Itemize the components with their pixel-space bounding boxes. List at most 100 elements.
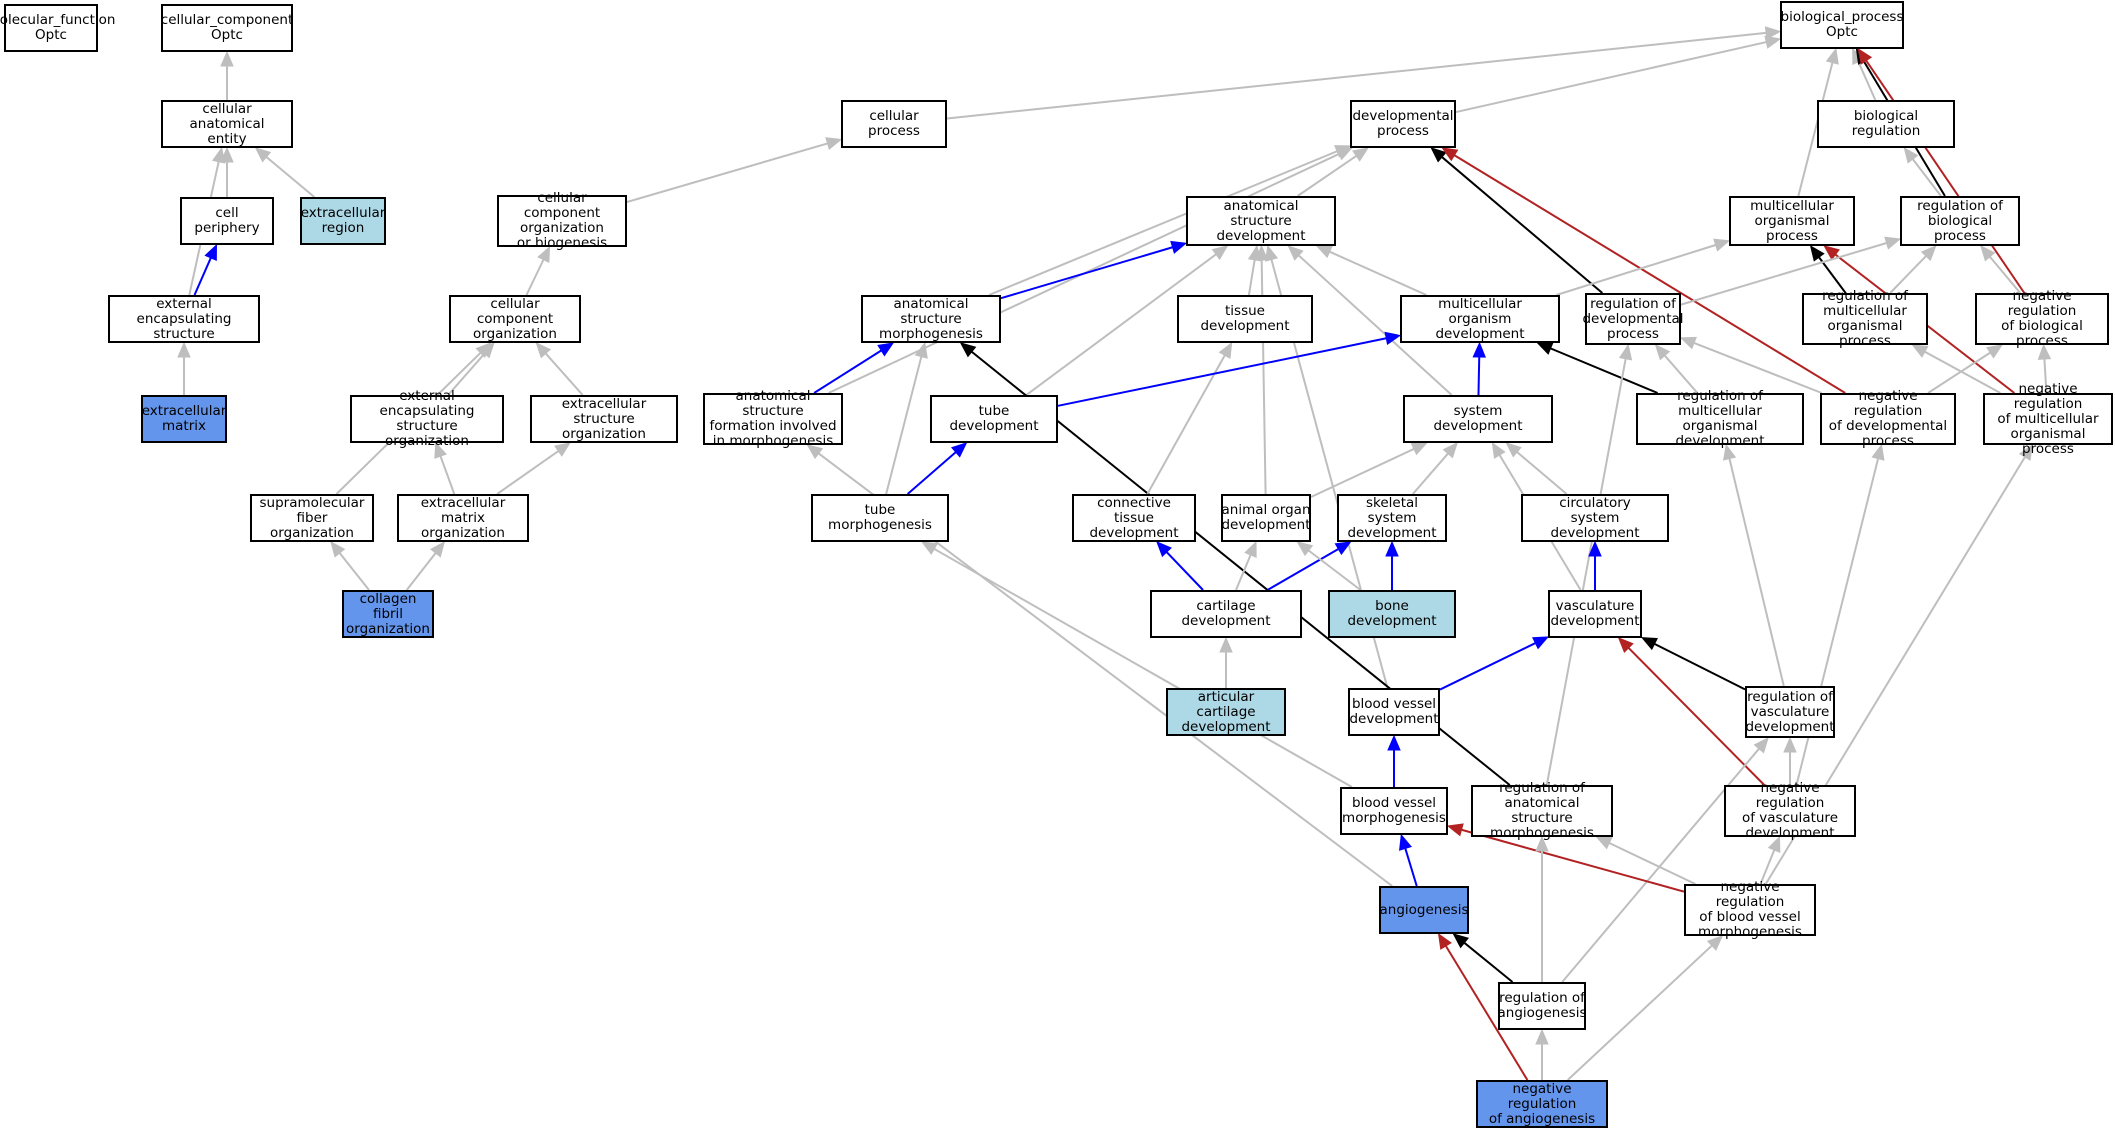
- arrowhead-boned-to-ssd: [1385, 540, 1399, 557]
- edge-bvm-to-tubm: [933, 548, 1353, 788]
- arrowhead-nrvd-to-rvd: [1783, 736, 1797, 753]
- node-regulation-of-developmental-process[interactable]: regulation of developmental process: [1582, 293, 1684, 345]
- node-regulation-of-angiogenesis[interactable]: regulation of angiogenesis: [1498, 982, 1586, 1030]
- node-developmental-process[interactable]: developmental process: [1350, 100, 1456, 148]
- arrowhead-tubd-to-asd: [1211, 245, 1229, 261]
- edge-cartd-to-aod: [1235, 554, 1252, 591]
- arrowhead-rangio-to-rasm: [1535, 835, 1549, 852]
- node-extracellular-matrix[interactable]: extracellular matrix: [141, 395, 227, 443]
- node-cellular-component-organization-or-biogenesis[interactable]: cellular component organization or bioge…: [497, 191, 627, 251]
- arrowhead-nrmop-to-rmop: [1911, 344, 1929, 358]
- arrowhead-rvd-to-vascd: [1640, 637, 1658, 651]
- arrowhead-angio-to-asfm: [806, 444, 824, 460]
- node-system-development[interactable]: system development: [1403, 395, 1553, 443]
- node-anatomical-structure-development[interactable]: anatomical structure development: [1186, 196, 1336, 246]
- arrowhead-nrvd-to-nrdp: [1871, 443, 1885, 461]
- node-biological-process[interactable]: biological_process Optc: [1780, 1, 1904, 49]
- edge-nrbvm-to-nrvd: [1759, 849, 1776, 885]
- node-cell-periphery[interactable]: cell periphery: [180, 197, 274, 245]
- node-negative-regulation-of-vasculature-development[interactable]: negative regulation of vasculature devel…: [1724, 781, 1856, 841]
- node-circulatory-system-development[interactable]: circulatory system development: [1521, 494, 1669, 542]
- arrowhead-tubm-to-tubd: [950, 442, 968, 458]
- arrowhead-mop-to-bp: [1825, 47, 1839, 65]
- node-supramolecular-fiber-organization[interactable]: supramolecular fiber organization: [250, 494, 374, 542]
- node-collagen-fibril-organization[interactable]: collagen fibril organization: [342, 590, 434, 638]
- arrowhead-nrbvm-to-nrmop: [2018, 443, 2033, 461]
- arrowhead-ecm-to-ees: [177, 341, 191, 358]
- arrowhead-nrbp-to-rbp: [1980, 245, 1996, 262]
- edge-rmop-to-rbp: [1889, 255, 1927, 294]
- node-articular-cartilage-development[interactable]: articular cartilage development: [1166, 688, 1286, 736]
- arrowhead-nrdp-to-nrbp: [1986, 344, 2004, 359]
- edge-rvd-to-rmod: [1728, 458, 1785, 687]
- node-multicellular-organismal-process[interactable]: multicellular organismal process: [1729, 196, 1855, 246]
- node-negative-regulation-of-developmental-process[interactable]: negative regulation of developmental pro…: [1820, 389, 1956, 449]
- edge-rmod-to-rdp: [1664, 354, 1699, 394]
- arrowhead-nrangio-to-angio: [1437, 932, 1452, 950]
- node-cellular-component-organization[interactable]: cellular component organization: [449, 295, 581, 343]
- arrowhead-bvd-to-asd: [1265, 244, 1279, 262]
- node-molecular-function[interactable]: molecular_function Optc: [0, 4, 115, 52]
- edge-nrvd-to-vascd: [1627, 647, 1765, 786]
- node-anatomical-structure-formation-involved-in-morphogenesis[interactable]: anatomical structure formation involved …: [703, 389, 843, 449]
- edge-nrangio-to-nrbvm: [1567, 944, 1713, 1081]
- node-regulation-of-vasculature-development[interactable]: regulation of vasculature development: [1745, 686, 1835, 738]
- node-negative-regulation-of-blood-vessel-morphogenesis[interactable]: negative regulation of blood vessel morp…: [1684, 880, 1816, 940]
- node-regulation-of-anatomical-structure-morphogenesis[interactable]: regulation of anatomical structure morph…: [1471, 781, 1613, 841]
- node-blood-vessel-morphogenesis[interactable]: blood vessel morphogenesis: [1340, 787, 1448, 835]
- node-extracellular-matrix-organization[interactable]: extracellular matrix organization: [397, 494, 529, 542]
- arrowhead-cp-to-bp: [1764, 26, 1782, 40]
- node-regulation-of-multicellular-organismal-process[interactable]: regulation of multicellular organismal p…: [1802, 289, 1928, 349]
- arrowhead-mod-to-mop: [1713, 238, 1731, 252]
- node-external-encapsulating-structure-organization[interactable]: external encapsulating structure organiz…: [350, 389, 504, 449]
- edge-emo-to-eso: [496, 450, 559, 495]
- node-multicellular-organism-development[interactable]: multicellular organism development: [1400, 295, 1560, 343]
- arrowhead-aod-to-sysd: [1410, 442, 1428, 456]
- node-blood-vessel-development[interactable]: blood vessel development: [1348, 688, 1440, 736]
- node-negative-regulation-of-angiogenesis[interactable]: negative regulation of angiogenesis: [1476, 1080, 1608, 1128]
- edge-exreg-to-cae: [265, 156, 315, 198]
- edge-tisd-to-asd: [1247, 259, 1256, 296]
- edge-devp-to-bp: [1455, 41, 1767, 114]
- arrowhead-sysd-to-asd: [1287, 245, 1304, 261]
- edge-layer: [177, 26, 2052, 1081]
- node-tissue-development[interactable]: tissue development: [1177, 295, 1313, 343]
- node-vasculature-development[interactable]: vasculature development: [1548, 590, 1642, 638]
- node-skeletal-system-development[interactable]: skeletal system development: [1337, 494, 1447, 542]
- node-angiogenesis[interactable]: angiogenesis: [1379, 886, 1469, 934]
- node-cellular-anatomical-entity[interactable]: cellular anatomical entity: [161, 100, 293, 148]
- node-bone-development[interactable]: bone development: [1328, 590, 1456, 638]
- arrowhead-rdp-to-devp: [1430, 147, 1447, 163]
- node-extracellular-region[interactable]: extracellular region: [300, 197, 386, 245]
- node-negative-regulation-of-multicellular-organismal-process[interactable]: negative regulation of multicellular org…: [1983, 381, 2113, 456]
- node-tube-development[interactable]: tube development: [930, 395, 1058, 443]
- edge-nrmop-to-rmop: [1924, 350, 2001, 394]
- node-external-encapsulating-structure[interactable]: external encapsulating structure: [108, 295, 260, 343]
- node-negative-regulation-of-biological-process[interactable]: negative regulation of biological proces…: [1975, 289, 2109, 349]
- node-anatomical-structure-morphogenesis[interactable]: anatomical structure morphogenesis: [861, 295, 1001, 343]
- arrowhead-cco-to-ccob: [537, 245, 551, 263]
- node-regulation-of-multicellular-organismal-development[interactable]: regulation of multicellular organismal d…: [1636, 389, 1804, 449]
- arrowhead-rasm-to-rdp: [1618, 343, 1633, 361]
- arrowhead-cfo-to-sfo: [330, 541, 346, 558]
- node-regulation-of-biological-process[interactable]: regulation of biological process: [1900, 196, 2020, 246]
- node-cartilage-development[interactable]: cartilage development: [1150, 590, 1302, 638]
- arrowhead-rangio-to-rvd: [1753, 737, 1769, 754]
- edge-ctd-to-tisd: [1146, 354, 1226, 495]
- arrowhead-sysd-to-mod: [1472, 341, 1486, 358]
- node-connective-tissue-development[interactable]: connective tissue development: [1072, 494, 1196, 542]
- node-cellular-component[interactable]: cellular_component Optc: [161, 4, 293, 52]
- edge-sysd-to-mod: [1477, 356, 1481, 396]
- arrowhead-rangio-to-angio: [1452, 933, 1470, 949]
- node-tube-morphogenesis[interactable]: tube morphogenesis: [811, 494, 949, 542]
- node-animal-organ-development[interactable]: animal organ development: [1221, 494, 1311, 542]
- node-biological-regulation[interactable]: biological regulation: [1817, 100, 1955, 148]
- arrowhead-devp-to-bp: [1764, 35, 1782, 49]
- node-cellular-process[interactable]: cellular process: [841, 100, 947, 148]
- arrowhead-tubd-to-mod: [1384, 331, 1402, 346]
- node-extracellular-structure-organization[interactable]: extracellular structure organization: [530, 395, 678, 443]
- arrowhead-nrmop-to-mop: [1823, 245, 1840, 261]
- edge-cfo-to-emo: [405, 552, 437, 591]
- arrowhead-cartd-to-aod: [1244, 540, 1257, 558]
